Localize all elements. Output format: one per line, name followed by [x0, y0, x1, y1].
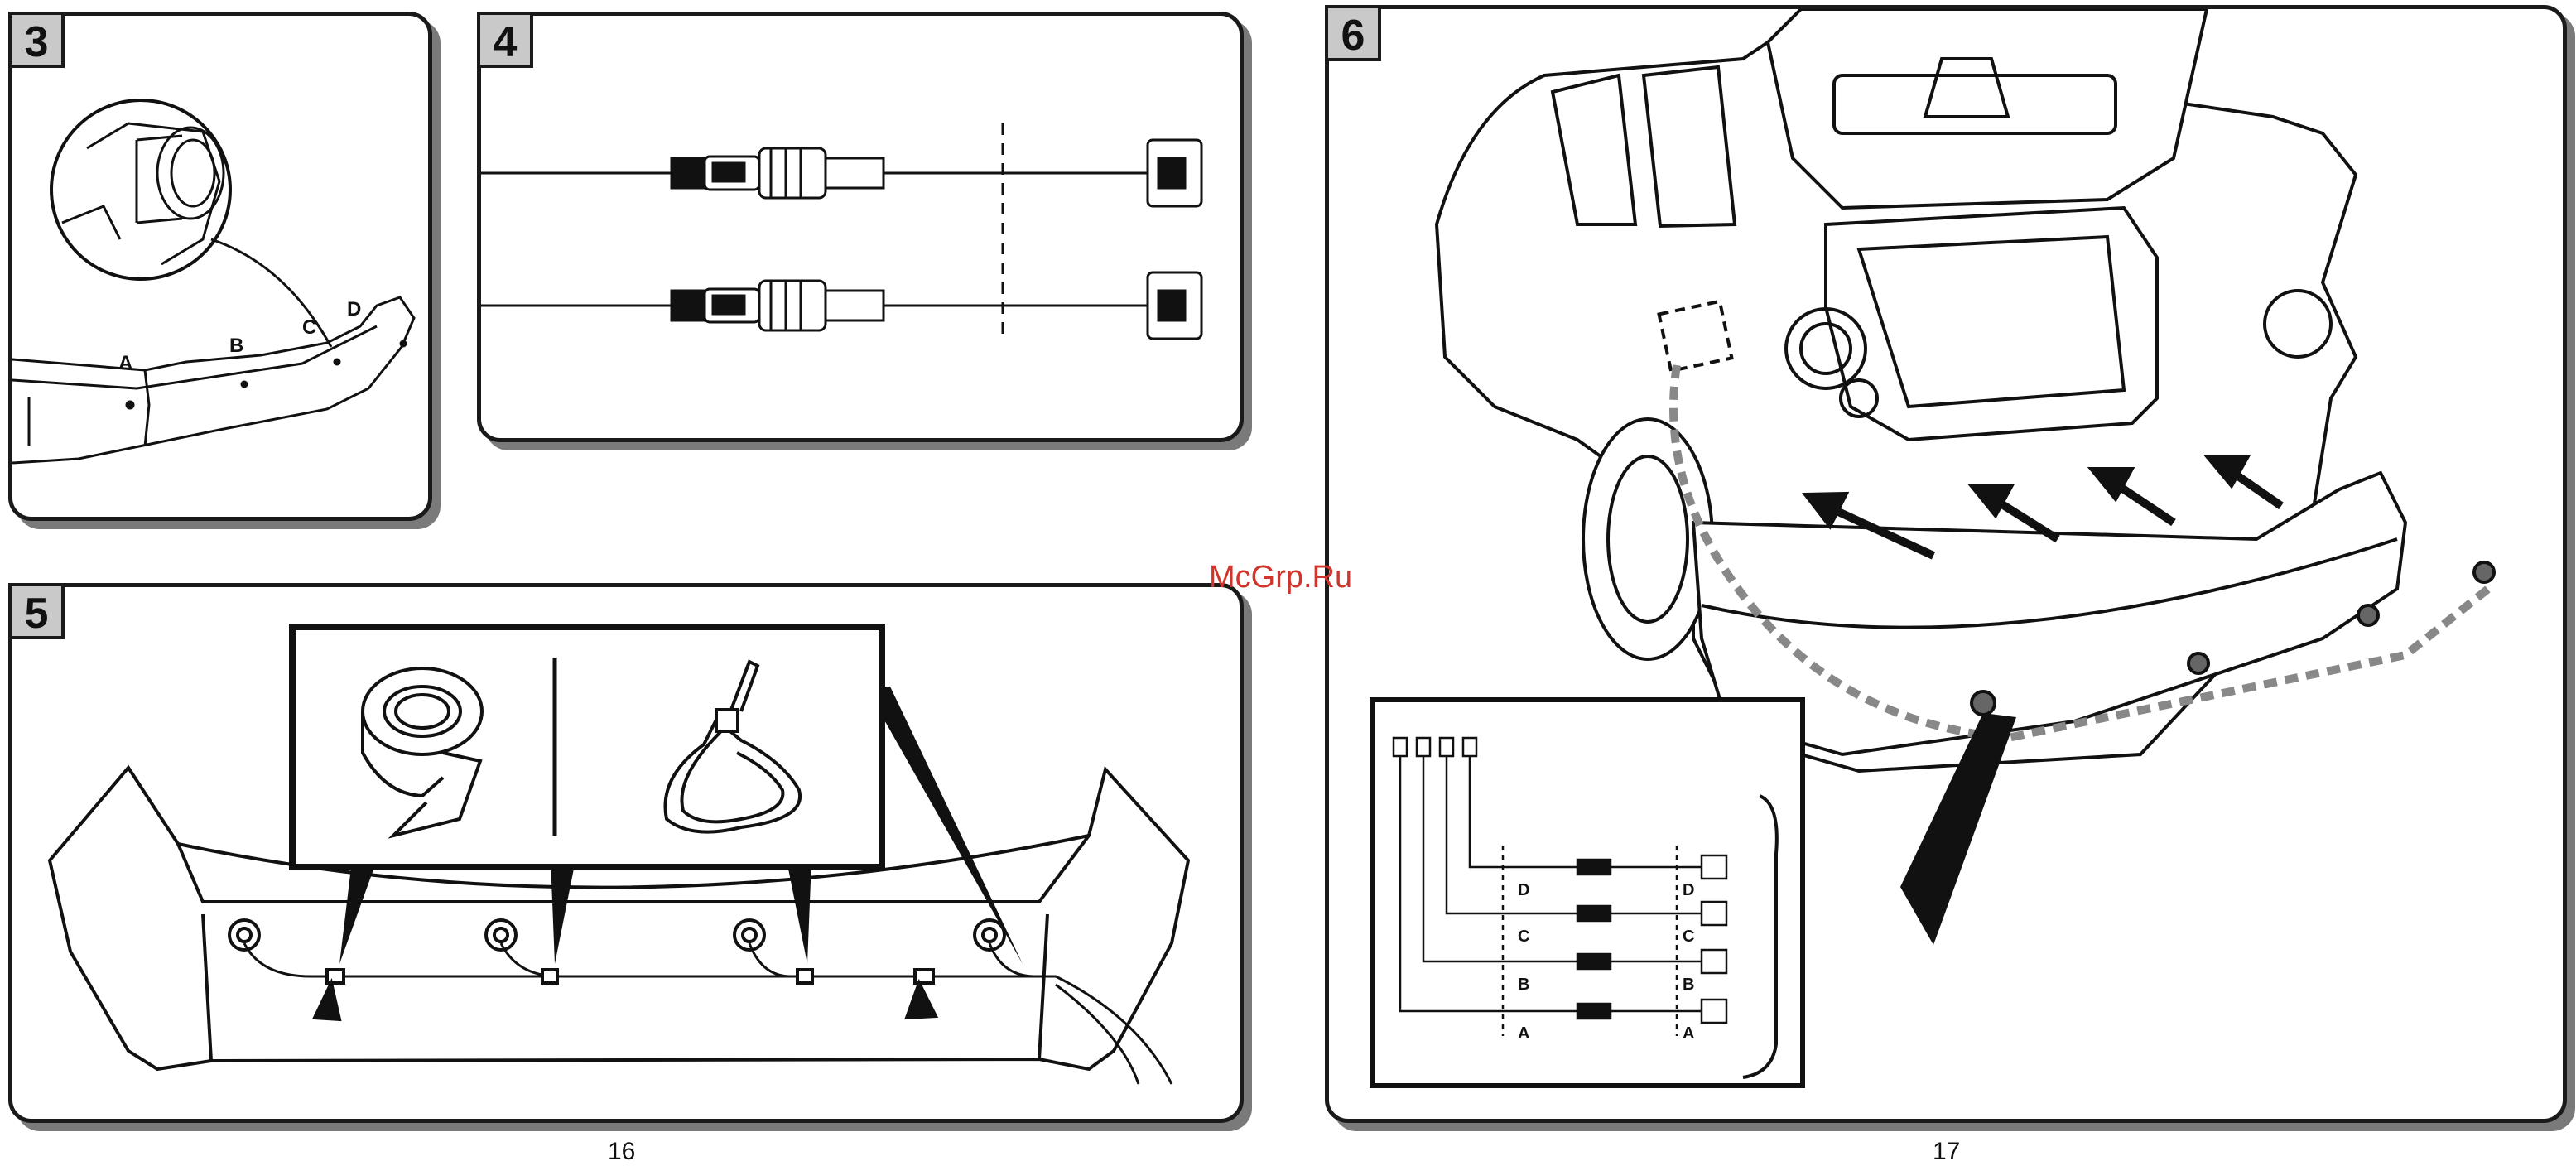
car-rear-installation-illustration: D C B A D C B A: [1329, 9, 2567, 1123]
watermark: McGrp.Ru: [1209, 560, 1352, 595]
panel-step-5: [8, 583, 1244, 1123]
step-number-4: 4: [477, 12, 533, 68]
inset-label-left-c: C: [1518, 928, 1529, 946]
label-sensor-a: A: [118, 352, 132, 374]
inset-label-right-b: B: [1683, 976, 1694, 994]
panel-step-6: D C B A D C B A: [1325, 5, 2567, 1123]
label-sensor-c: C: [302, 316, 316, 339]
step-number-5: 5: [8, 583, 65, 639]
cable-routing-with-tape-and-ties-illustration: [12, 587, 1244, 1123]
inset-label-right-d: D: [1683, 881, 1694, 899]
step-number-6: 6: [1325, 5, 1381, 61]
sensor-extension-cables-illustration: [481, 16, 1244, 442]
inset-label-right-a: A: [1683, 1024, 1694, 1043]
inset-label-right-c: C: [1683, 928, 1694, 946]
panel-step-3: A B C D: [8, 12, 432, 521]
bumper-sensor-positions-illustration: A B C D: [12, 16, 432, 521]
panel-step-4: [477, 12, 1244, 442]
label-sensor-b: B: [229, 335, 243, 357]
inset-label-left-b: B: [1518, 976, 1529, 994]
inset-label-left-d: D: [1518, 881, 1529, 899]
extension-cable-top: [481, 140, 1201, 206]
label-sensor-d: D: [347, 298, 361, 320]
extension-cable-bottom: [481, 272, 1201, 339]
inset-label-left-a: A: [1518, 1024, 1529, 1043]
step-number-3: 3: [8, 12, 65, 68]
